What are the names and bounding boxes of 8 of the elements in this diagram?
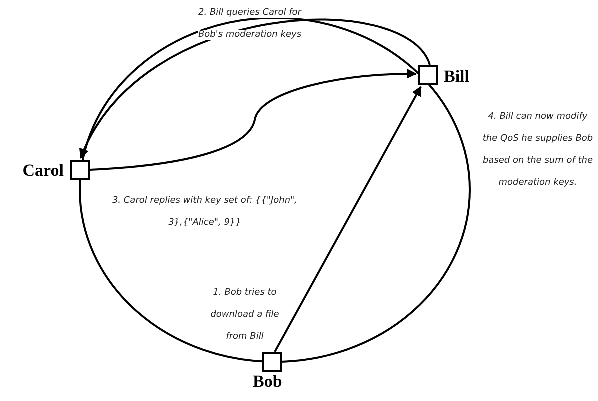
arrow xyxy=(90,69,417,171)
note-text: 4. Bill can now modify the QoS he supplies Bob based on the sum of the moderation keys. xyxy=(482,111,594,190)
node-name: Bill xyxy=(444,67,470,87)
arrow xyxy=(274,86,422,352)
arrow xyxy=(80,19,431,159)
node-name: Carol xyxy=(22,161,64,181)
node-name: Bob xyxy=(253,372,282,392)
edge-label: 2. Bill queries Carol for Bob's moderation keys xyxy=(197,7,303,42)
